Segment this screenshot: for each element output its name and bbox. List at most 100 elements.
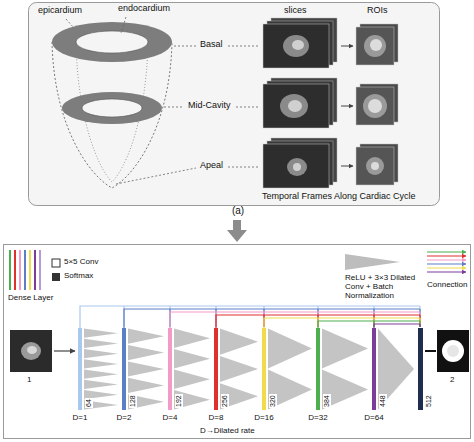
leader-line [66, 19, 74, 28]
dense-connection [419, 315, 420, 327]
network-blocks [78, 306, 423, 410]
mri-slice [283, 35, 309, 57]
softmax-sample [52, 273, 60, 281]
note: D→Dilated rate [200, 427, 255, 436]
dilation-label: D=32 [308, 414, 327, 423]
leader-line [121, 17, 126, 33]
mri-slice [263, 78, 398, 128]
mri-slice [293, 163, 301, 171]
dilated-conv-block [128, 378, 164, 393]
dense-connection [170, 312, 420, 328]
channel-count: 320 [269, 394, 277, 408]
dilated-conv-block [322, 370, 368, 410]
dilated-conv-block [174, 370, 210, 389]
panel-heading: (a) [28, 205, 448, 216]
conv-sample [52, 259, 60, 267]
mri-slice [288, 100, 302, 112]
dense-connection [124, 309, 420, 328]
dense-layer-bar [316, 328, 320, 410]
output-mask [425, 330, 469, 372]
connection-sample [427, 252, 466, 272]
legend-text: 5×5 Conv [64, 258, 98, 267]
mri-slice [341, 46, 353, 47]
dense-connection [419, 318, 420, 327]
column-header: slices [284, 6, 307, 16]
connection-sample [427, 259, 466, 260]
mri-slice [263, 84, 329, 128]
dense-connection [419, 324, 420, 327]
dense-layer-sample [24, 250, 26, 290]
input-image [10, 330, 75, 372]
mri-slice [364, 35, 386, 57]
channel-count: 256 [221, 394, 229, 408]
slice-level: Apeal [200, 161, 223, 171]
flow-arrow [227, 220, 247, 242]
dense-layer-bar [168, 328, 172, 410]
dense-connection [419, 312, 420, 327]
mri-slice [371, 162, 379, 170]
ventricle-illustration [62, 92, 162, 124]
leader-line [236, 107, 260, 108]
dilated-conv-block [220, 383, 258, 409]
connection-sample [427, 255, 466, 256]
dilation-label: D=1 [73, 414, 88, 423]
dilated-conv-block [128, 345, 164, 360]
channel-count: 1 [27, 376, 31, 385]
leader-line [164, 107, 184, 108]
dense-layer-sample [10, 250, 40, 290]
dense-layer-sample [14, 250, 16, 290]
output-mask [425, 350, 436, 352]
dilated-conv-block [174, 390, 210, 409]
part-label: endocardium [118, 4, 170, 14]
leader-line [228, 167, 260, 168]
dilated-conv-block [174, 329, 210, 348]
slice-level: Basal [200, 40, 223, 50]
channel-count: 448 [379, 394, 387, 408]
dense-layer-bar [418, 328, 423, 410]
dilated-conv-sample [345, 254, 400, 270]
panel-box: (a) [28, 2, 448, 218]
dense-layer-bar [262, 328, 266, 410]
dilated-conv-block [220, 329, 258, 355]
leader-line [228, 46, 260, 47]
mri-slice [368, 99, 382, 113]
dense-layer-sample [39, 250, 41, 290]
leader-line [116, 168, 196, 184]
input-image [27, 346, 37, 354]
leader-line [66, 17, 260, 184]
dilated-conv-block [84, 380, 118, 389]
connection-sample [427, 271, 466, 272]
mri-slice [341, 106, 353, 107]
mri-slice [363, 94, 387, 118]
output-mask [442, 340, 464, 362]
panel-frame [29, 3, 440, 206]
dilated-conv-block [84, 329, 118, 338]
dense-layer-bar [78, 328, 82, 410]
dilated-conv-block [128, 361, 164, 376]
mri-slice [366, 157, 384, 175]
dense-connection [264, 318, 420, 328]
legend-text: Softmax [64, 272, 93, 281]
ventricle-illustration [52, 42, 172, 188]
dense-layer-sample [29, 250, 31, 290]
dilated-conv-block [322, 329, 368, 369]
legend-text: Dense Layer [8, 294, 53, 303]
dense-connection [216, 315, 420, 328]
panel-frame [4, 245, 471, 439]
dilated-conv-block [268, 370, 312, 410]
mri-slice [280, 94, 308, 118]
dilated-conv-block [378, 329, 414, 410]
axis-note: Temporal Frames Along Cardiac Cycle [262, 192, 416, 202]
dilation-label: D=8 [209, 414, 224, 423]
dense-connection [419, 321, 420, 327]
mri-slice [263, 144, 329, 188]
channel-count: 512 [425, 394, 433, 408]
ventricle-illustration [52, 22, 172, 62]
mri-slice [287, 158, 307, 176]
ventricle-illustration [52, 22, 172, 188]
channel-count: 384 [323, 394, 331, 408]
ventricle-illustration [76, 44, 148, 182]
channel-count: 192 [175, 394, 183, 408]
channel-count: 64 [85, 398, 93, 408]
